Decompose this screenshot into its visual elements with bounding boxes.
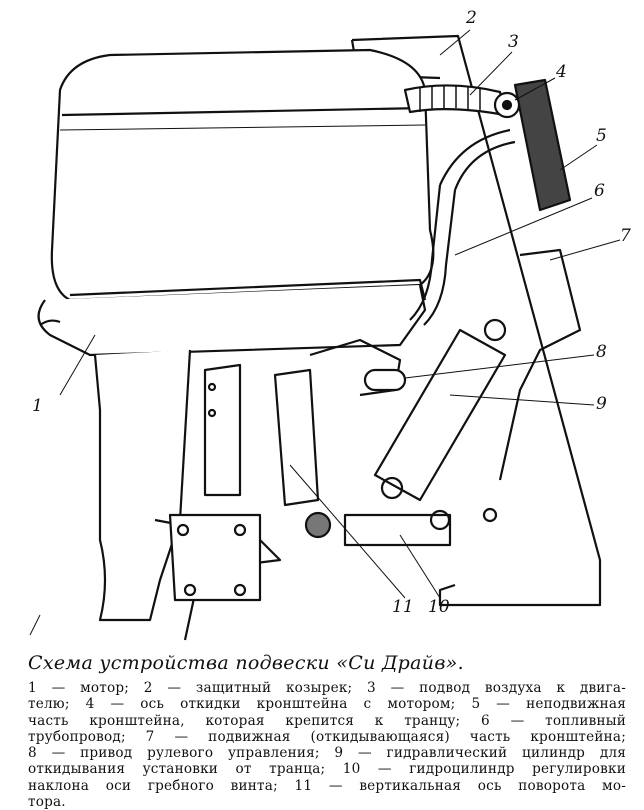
caption-line: 8 — привод рулевого управления; 9 — гидр… [28, 745, 626, 762]
label-1-motor: 1 [32, 396, 43, 416]
fuel-pipe [438, 128, 516, 191]
caption-line: откидывания установки от транца; 10 — ги… [28, 761, 626, 778]
label-3-air-intake: 3 [508, 32, 519, 52]
caption-line: трубопровод; 7 — подвижная (откидывающая… [28, 728, 626, 745]
steering-drive [309, 338, 402, 397]
label-9-tilt-cylinder: 9 [596, 394, 607, 414]
label-7-moving-bracket: 7 [620, 226, 631, 246]
label-8-steering: 8 [596, 342, 607, 362]
figure-caption: Схема устройства подвески «Си Драйв». 1 … [28, 652, 626, 810]
hydraulic-tilt-cylinder [373, 328, 507, 502]
moving-bracket [498, 248, 582, 481]
label-6-fuel-pipe: 6 [594, 181, 605, 201]
vertical-pivot-axis [273, 368, 320, 507]
motor-cowl [37, 284, 427, 357]
caption-line: телю; 4 — ось откидки кронштейна с мотор… [28, 696, 626, 713]
label-2-shield: 2 [466, 8, 477, 28]
caption-title: Схема устройства подвески «Си Драйв». [28, 652, 464, 674]
caption-line: 1 — мотор; 2 — защитный козырек; 3 — под… [28, 680, 626, 696]
label-11-vertical-axis: 11 [392, 597, 414, 617]
diagram-drawing [29, 29, 621, 641]
motor-leg [93, 349, 192, 622]
trim-cylinder [343, 513, 452, 547]
label-4-tilt-axis: 4 [556, 62, 567, 82]
label-5-fixed-bracket: 5 [596, 126, 607, 146]
caption-line: часть кронштейна, которая крепится к тра… [28, 712, 626, 729]
outboard-suspension-diagram: 1 2 3 4 5 6 7 8 9 10 11 [29, 8, 631, 641]
caption-line: наклона оси гребного винта; 11 — вертика… [28, 777, 626, 794]
transom-bracket [351, 34, 602, 607]
motor-hood [50, 48, 435, 302]
label-10-trim-cylinder: 10 [428, 597, 450, 617]
caption-line: тора. [28, 794, 66, 810]
fixed-bracket-part [513, 78, 572, 212]
